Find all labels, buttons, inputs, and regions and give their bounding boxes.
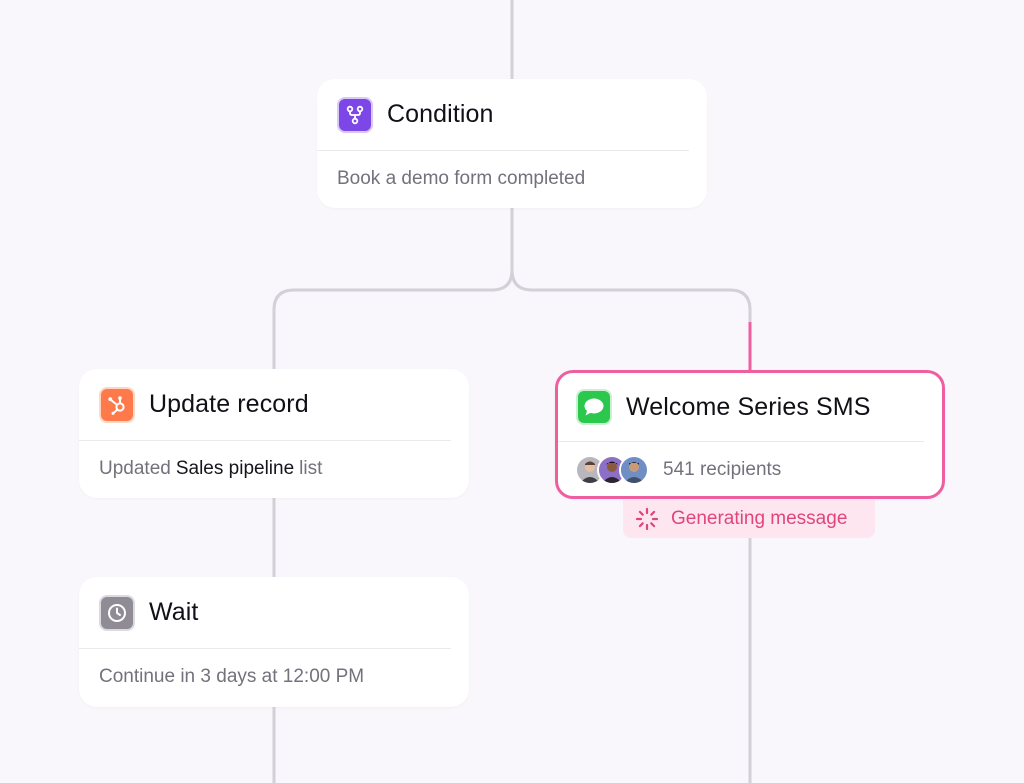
update-record-node[interactable]: Update record Updated Sales pipeline lis… [79,369,469,498]
wait-node-header: Wait [79,577,451,649]
update-record-node-header: Update record [79,369,451,441]
description-suffix: list [299,458,323,479]
wait-node-description: Continue in 3 days at 12:00 PM [99,666,365,687]
welcome-sms-node-recipients: 541 recipients [558,442,942,498]
wait-node[interactable]: Wait Continue in 3 days at 12:00 PM [79,577,469,707]
description-prefix: Updated [99,458,171,479]
clock-icon [99,594,135,631]
condition-node-description: Book a demo form completed [337,168,586,189]
connector-branch-left [272,208,514,369]
status-text: Generating message [671,508,848,529]
spinner-icon [635,507,659,531]
description-highlight: Sales pipeline [175,458,295,479]
branch-icon [337,96,373,133]
welcome-sms-node-header: Welcome Series SMS [558,373,924,442]
wait-node-title: Wait [149,598,199,626]
connector-branch-right [510,269,752,330]
condition-node-header: Condition [317,79,689,151]
welcome-sms-node[interactable]: Welcome Series SMS [555,370,945,499]
condition-node-title: Condition [387,100,494,128]
message-icon [576,389,612,425]
recipients-count: 541 recipients [663,459,782,480]
update-record-node-title: Update record [149,390,309,418]
avatar-group [575,455,649,485]
avatar [619,455,649,485]
update-record-node-description: Updated Sales pipeline list [79,441,469,497]
condition-node[interactable]: Condition Book a demo form completed [317,79,707,208]
status-badge: Generating message [623,500,875,538]
welcome-sms-node-title: Welcome Series SMS [626,392,871,421]
hubspot-icon [99,386,135,423]
